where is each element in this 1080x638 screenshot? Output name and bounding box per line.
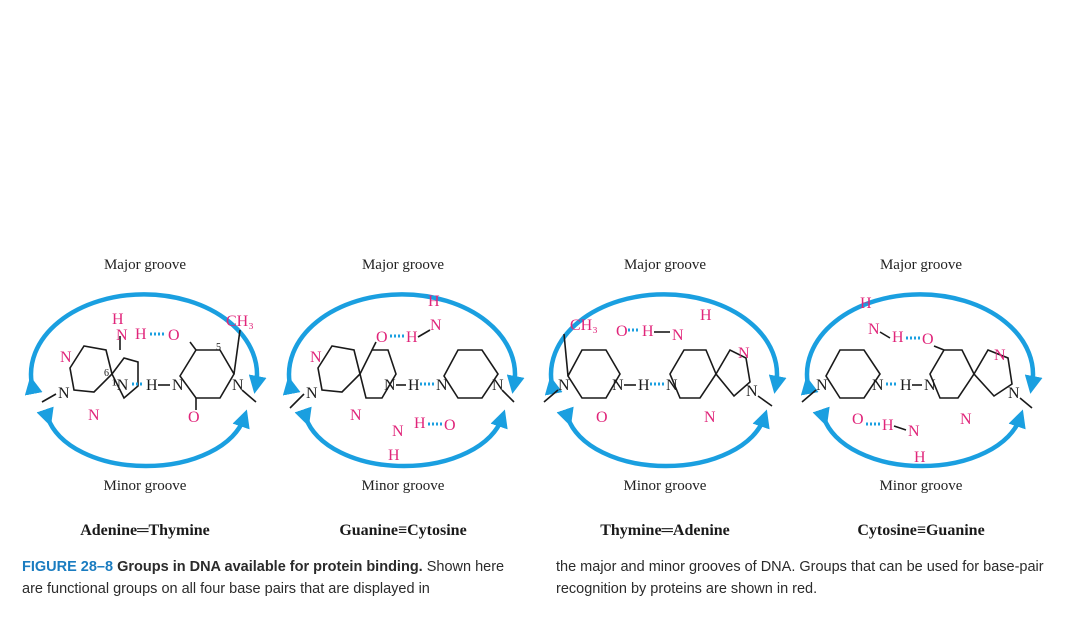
major-groove-label: Major groove	[103, 257, 187, 273]
atom-label: N	[666, 377, 678, 394]
atom-label: H	[860, 295, 872, 312]
atom-label: N	[436, 377, 448, 394]
thymine-adenine-structure: CH₃ N N O O H N H H N N N N	[543, 292, 787, 469]
atom-label: N	[960, 411, 972, 428]
atom-label: H	[700, 307, 712, 324]
minor-groove-arrow	[556, 406, 770, 469]
atom-label: N	[872, 377, 884, 394]
adenine-thymine-structure: H N H O N N N 6 ¹N H N N O CH₃ 5	[24, 292, 267, 469]
atom-label: H	[135, 326, 147, 343]
major-groove-arrow	[282, 292, 525, 396]
minor-groove-label: Minor groove	[879, 478, 963, 494]
atom-label: N	[60, 349, 72, 366]
atom-label: N	[704, 409, 716, 426]
atom-label: N	[58, 385, 70, 402]
atom-label: 5	[216, 342, 221, 353]
pair-name-guanine-cytosine: Guanine≡Cytosine	[339, 522, 467, 539]
figure-caption-left: FIGURE 28–8 Groups in DNA available for …	[22, 556, 510, 600]
major-groove-label: Major groove	[361, 257, 445, 273]
caption-text-left: Shown here are functional groups on all …	[22, 559, 505, 597]
pair-name-cytosine-guanine: Cytosine≡Guanine	[857, 522, 985, 539]
atom-label: ¹N	[112, 377, 129, 394]
atom-label: N	[558, 377, 570, 394]
atom-label: N	[924, 377, 936, 394]
atom-label: N	[384, 377, 396, 394]
guanine-cytosine-structure: O H N H N N N N H N H H N N O	[282, 292, 525, 469]
atom-label: N	[908, 423, 920, 440]
figure-number: FIGURE 28–8	[22, 559, 114, 575]
atom-label: CH₃	[570, 317, 598, 334]
panel-guanine-cytosine: Major groove O H N H N N N N H N H H N	[278, 250, 528, 500]
atom-label: N	[612, 377, 624, 394]
pair-name-adenine-thymine: Adenine═Thymine	[80, 522, 210, 539]
atom-label: H	[428, 293, 440, 310]
atom-label: N	[738, 345, 750, 362]
atom-label: N	[1008, 385, 1020, 402]
atom-label: H	[112, 311, 124, 328]
atom-label: N	[392, 423, 404, 440]
caption-text-right: the major and minor grooves of DNA. Grou…	[556, 559, 1044, 597]
atom-label: H	[914, 449, 926, 466]
atom-label: N	[310, 349, 322, 366]
major-groove-arrow	[544, 292, 787, 396]
atom-label: CH₃	[226, 313, 254, 330]
panel-cytosine-guanine: Major groove N N O H N H O H H N H N	[796, 250, 1046, 500]
major-groove-label: Major groove	[879, 257, 963, 273]
caption-bold-title: Groups in DNA available for protein bind…	[117, 559, 423, 575]
atom-label: H	[882, 417, 894, 434]
atom-label: N	[306, 385, 318, 402]
atom-label: H	[388, 447, 400, 464]
cytosine-guanine-structure: N N O H N H O H H N H N N N N	[800, 292, 1043, 469]
atom-label: H	[406, 329, 418, 346]
atom-label: N	[350, 407, 362, 424]
atom-label: N	[994, 347, 1006, 364]
major-groove-arrow	[800, 292, 1043, 396]
atom-label: O	[376, 329, 388, 346]
atom-label: N	[672, 327, 684, 344]
atom-label: O	[616, 323, 628, 340]
atom-label: O	[188, 409, 200, 426]
atom-label: N	[116, 327, 128, 344]
major-groove-arrow	[24, 292, 267, 396]
atom-label: O	[596, 409, 608, 426]
atom-label: N	[492, 377, 504, 394]
atom-label: H	[146, 377, 158, 394]
minor-groove-label: Minor groove	[623, 478, 707, 494]
minor-groove-arrow	[294, 406, 508, 469]
minor-groove-label: Minor groove	[361, 478, 445, 494]
panel-thymine-adenine: Major groove CH₃ N N O O H N H H N N N N	[540, 250, 790, 500]
atom-label: O	[922, 331, 934, 348]
atom-label: H	[900, 377, 912, 394]
panel-adenine-thymine: Major groove H N H O N N N 6 ¹N H N N	[20, 250, 270, 500]
pair-name-thymine-adenine: Thymine═Adenine	[600, 522, 730, 539]
atom-label: H	[414, 415, 426, 432]
atom-label: N	[172, 377, 184, 394]
minor-groove-label: Minor groove	[103, 478, 187, 494]
atom-label: 6	[104, 368, 109, 379]
atom-label: N	[88, 407, 100, 424]
atom-label: N	[746, 383, 758, 400]
figure-caption-right: the major and minor grooves of DNA. Grou…	[556, 556, 1046, 600]
atom-label: O	[168, 327, 180, 344]
atom-label: H	[638, 377, 650, 394]
minor-groove-arrow	[812, 406, 1026, 469]
atom-label: N	[232, 377, 244, 394]
minor-groove-arrow	[36, 406, 250, 469]
atom-label: O	[852, 411, 864, 428]
atom-label: N	[430, 317, 442, 334]
atom-label: N	[816, 377, 828, 394]
atom-label: H	[408, 377, 420, 394]
atom-label: H	[892, 329, 904, 346]
major-groove-label: Major groove	[623, 257, 707, 273]
atom-label: O	[444, 417, 456, 434]
atom-label: H	[642, 323, 654, 340]
atom-label: N	[868, 321, 880, 338]
